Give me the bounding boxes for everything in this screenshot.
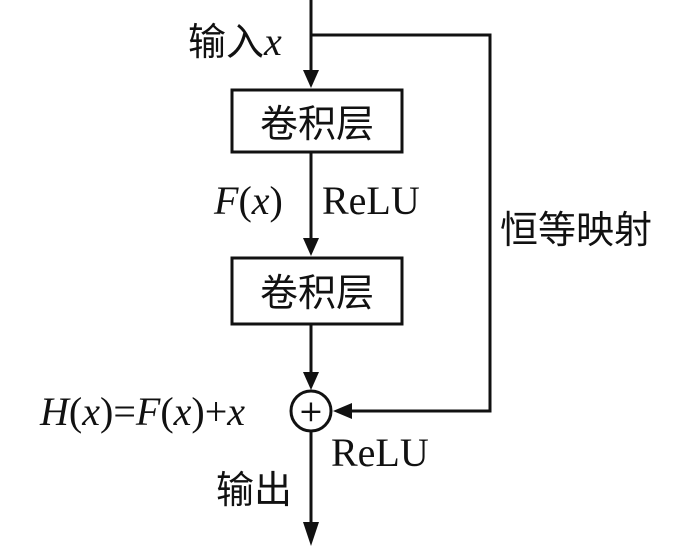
conv-layer-2-box xyxy=(230,256,404,326)
eq-close-paren-1: ) xyxy=(100,389,113,434)
sum-equation-label: H(x)=F(x)+x xyxy=(39,389,245,434)
conv2-to-sum-arrowhead xyxy=(303,372,319,390)
eq-open-paren-1: ( xyxy=(69,389,82,434)
input-text: 输入 xyxy=(188,20,264,64)
fx-label: F(x) xyxy=(213,178,283,223)
conv-layer-1-label: 卷积层 xyxy=(260,102,374,146)
eq-h: H xyxy=(39,389,71,434)
eq-open-paren-2: ( xyxy=(160,389,173,434)
eq-x1: x xyxy=(81,389,100,434)
relu-label-2: ReLU xyxy=(331,430,429,475)
conv1-to-conv2-arrowhead xyxy=(303,238,319,256)
identity-shortcut-arrowhead xyxy=(333,403,352,419)
fx-open-paren: ( xyxy=(238,178,251,223)
eq-x2: x xyxy=(173,389,192,434)
fx-function: F xyxy=(213,178,239,223)
output-label: 输出 xyxy=(216,468,292,512)
relu-label-1: ReLU xyxy=(322,178,420,223)
fx-close-paren: ) xyxy=(270,178,283,223)
input-label: 输入x xyxy=(188,19,282,64)
eq-plus: + xyxy=(205,389,228,434)
eq-x3: x xyxy=(226,389,245,434)
conv-layer-1-box xyxy=(230,88,404,154)
eq-f: F xyxy=(135,389,161,434)
output-arrowhead xyxy=(303,522,319,546)
eq-equals: = xyxy=(113,389,136,434)
sum-node-plus: + xyxy=(298,394,323,429)
identity-mapping-label: 恒等映射 xyxy=(500,208,652,252)
eq-close-paren-2: ) xyxy=(191,389,204,434)
input-variable: x xyxy=(263,19,282,64)
fx-argument: x xyxy=(251,178,270,223)
identity-shortcut-path xyxy=(311,33,492,413)
input-arrowhead xyxy=(303,70,319,88)
conv-layer-2-label: 卷积层 xyxy=(260,271,374,315)
